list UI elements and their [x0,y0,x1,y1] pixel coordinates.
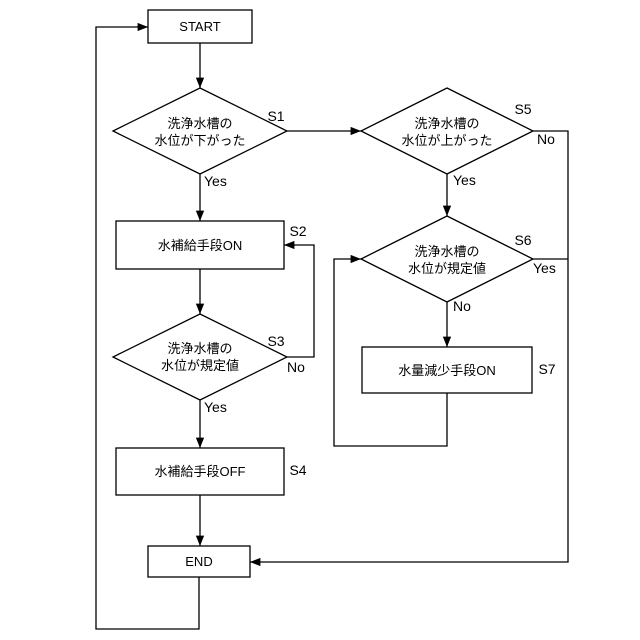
s3-text-line1: 洗浄水槽の [167,341,232,356]
s1-text-line1: 洗浄水槽の [167,116,232,131]
s5-text-line2: 水位が上がった [401,133,492,148]
s7-step-label: S7 [538,361,555,377]
s7-text: 水量減少手段ON [398,363,496,378]
s1-text-line2: 水位が下がった [154,133,245,148]
s5-no-label: No [537,131,555,147]
s5-yes-label: Yes [453,172,476,188]
s4-step-label: S4 [289,462,306,478]
s5-step-label: S5 [514,101,531,117]
decision-s5 [361,88,533,174]
decision-s1 [113,88,287,174]
s2-step-label: S2 [289,223,306,239]
s4-text: 水補給手段OFF [155,464,246,479]
s1-yes-label: Yes [204,173,227,189]
arrow-s3-no-to-s2 [284,245,314,357]
s6-no-label: No [453,298,471,314]
s6-text-line2: 水位が規定値 [408,261,486,276]
s6-text-line1: 洗浄水槽の [414,244,479,259]
s5-text-line1: 洗浄水槽の [414,116,479,131]
s1-step-label: S1 [267,108,284,124]
decision-s3 [113,314,287,400]
s3-text-line2: 水位が規定値 [161,358,239,373]
s3-yes-label: Yes [204,399,227,415]
decision-s6 [361,216,533,302]
start-label: START [179,19,220,34]
s6-yes-label: Yes [533,260,556,276]
s3-step-label: S3 [267,333,284,349]
s6-step-label: S6 [514,232,531,248]
end-label: END [185,554,212,569]
s2-text: 水補給手段ON [158,238,243,253]
s3-no-label: No [287,359,305,375]
